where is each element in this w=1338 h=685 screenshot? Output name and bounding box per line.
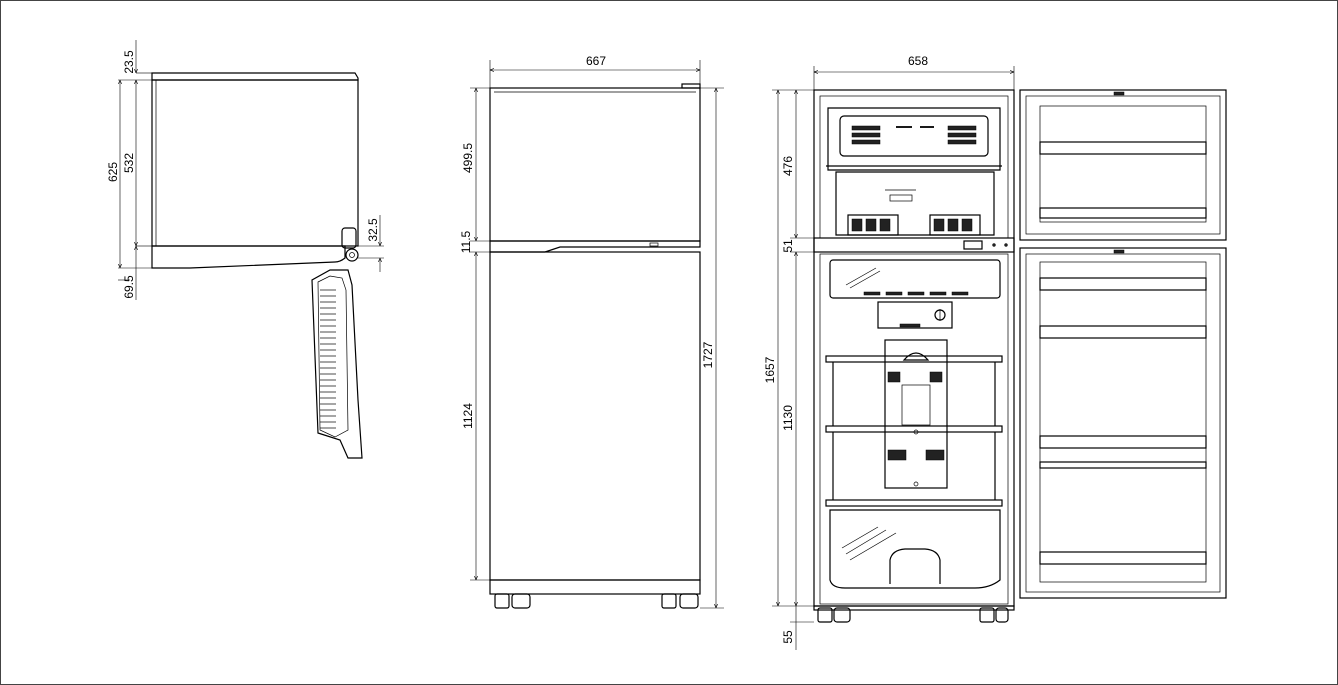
dim-label: 1130 xyxy=(781,405,795,431)
dim-label: 476 xyxy=(781,156,795,176)
dim-label: 69.5 xyxy=(122,275,136,299)
open-view-labels: 658 476 51 1657 1130 55 xyxy=(763,54,928,644)
dim-label: 499.5 xyxy=(461,143,475,173)
dim-label: 1727 xyxy=(701,341,715,368)
dim-label: 532 xyxy=(122,153,136,173)
vent-right xyxy=(947,125,977,145)
dim-label: 55 xyxy=(781,630,795,644)
freezer-door-open xyxy=(1019,89,1227,241)
front-view xyxy=(470,60,724,609)
crisper-vents xyxy=(863,291,969,296)
dim-label: 51 xyxy=(781,239,795,253)
fridge-door-open xyxy=(1019,247,1227,599)
front-view-labels: 667 499.5 11.5 1124 1727 xyxy=(459,54,715,429)
vent-left xyxy=(851,125,881,145)
dim-label: 23.5 xyxy=(122,50,136,74)
ice-trays xyxy=(847,214,981,236)
dim-label: 1124 xyxy=(461,403,475,429)
side-view-labels: 23.5 625 532 32.5 69.5 xyxy=(106,50,380,299)
dim-label: 32.5 xyxy=(366,218,380,242)
dim-label: 11.5 xyxy=(459,230,473,253)
dim-label: 625 xyxy=(106,162,120,182)
open-view xyxy=(772,66,1227,650)
dim-label: 667 xyxy=(586,54,606,68)
side-view xyxy=(118,40,384,459)
door-gasket-ribs xyxy=(320,289,336,429)
dim-label: 658 xyxy=(908,54,928,68)
dim-label: 1657 xyxy=(763,356,777,383)
